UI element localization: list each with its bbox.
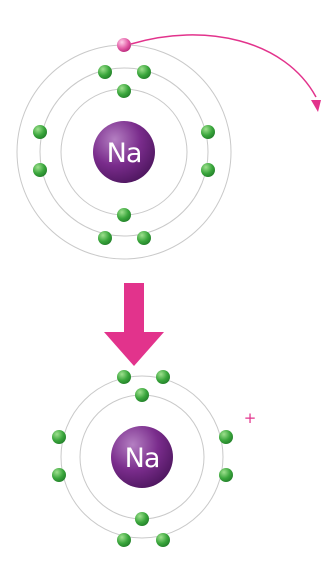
electron <box>52 430 66 444</box>
bottom-nucleus-label: Na <box>125 443 160 474</box>
electron <box>156 533 170 547</box>
electron <box>117 84 131 98</box>
second-electron-shell <box>39 67 209 237</box>
electron <box>33 163 47 177</box>
electron <box>219 430 233 444</box>
sodium-nucleus <box>93 121 155 183</box>
electron <box>52 468 66 482</box>
electron <box>201 125 215 139</box>
inner-shell-electrons <box>135 388 149 526</box>
reaction-arrow <box>104 283 164 366</box>
electron <box>135 388 149 402</box>
electron <box>117 370 131 384</box>
electron <box>33 125 47 139</box>
ion-charge-label: + <box>244 409 257 427</box>
electron <box>135 512 149 526</box>
electron-loss-arrow <box>130 34 321 112</box>
electron <box>98 65 112 79</box>
electron <box>137 231 151 245</box>
inner-shell-electrons <box>117 84 131 222</box>
electron <box>117 533 131 547</box>
second-shell-electrons <box>33 65 215 245</box>
valence-electron <box>117 38 131 52</box>
sodium-ion: Na + <box>52 370 256 547</box>
electron <box>117 208 131 222</box>
sodium-atom: Na <box>16 38 232 260</box>
electron <box>156 370 170 384</box>
electron <box>201 163 215 177</box>
top-nucleus-label: Na <box>107 138 142 169</box>
electron <box>137 65 151 79</box>
electron <box>98 231 112 245</box>
electron <box>219 468 233 482</box>
outer-electron-shell <box>60 375 224 539</box>
outer-shell-electrons <box>52 370 233 547</box>
sodium-nucleus <box>111 426 173 488</box>
